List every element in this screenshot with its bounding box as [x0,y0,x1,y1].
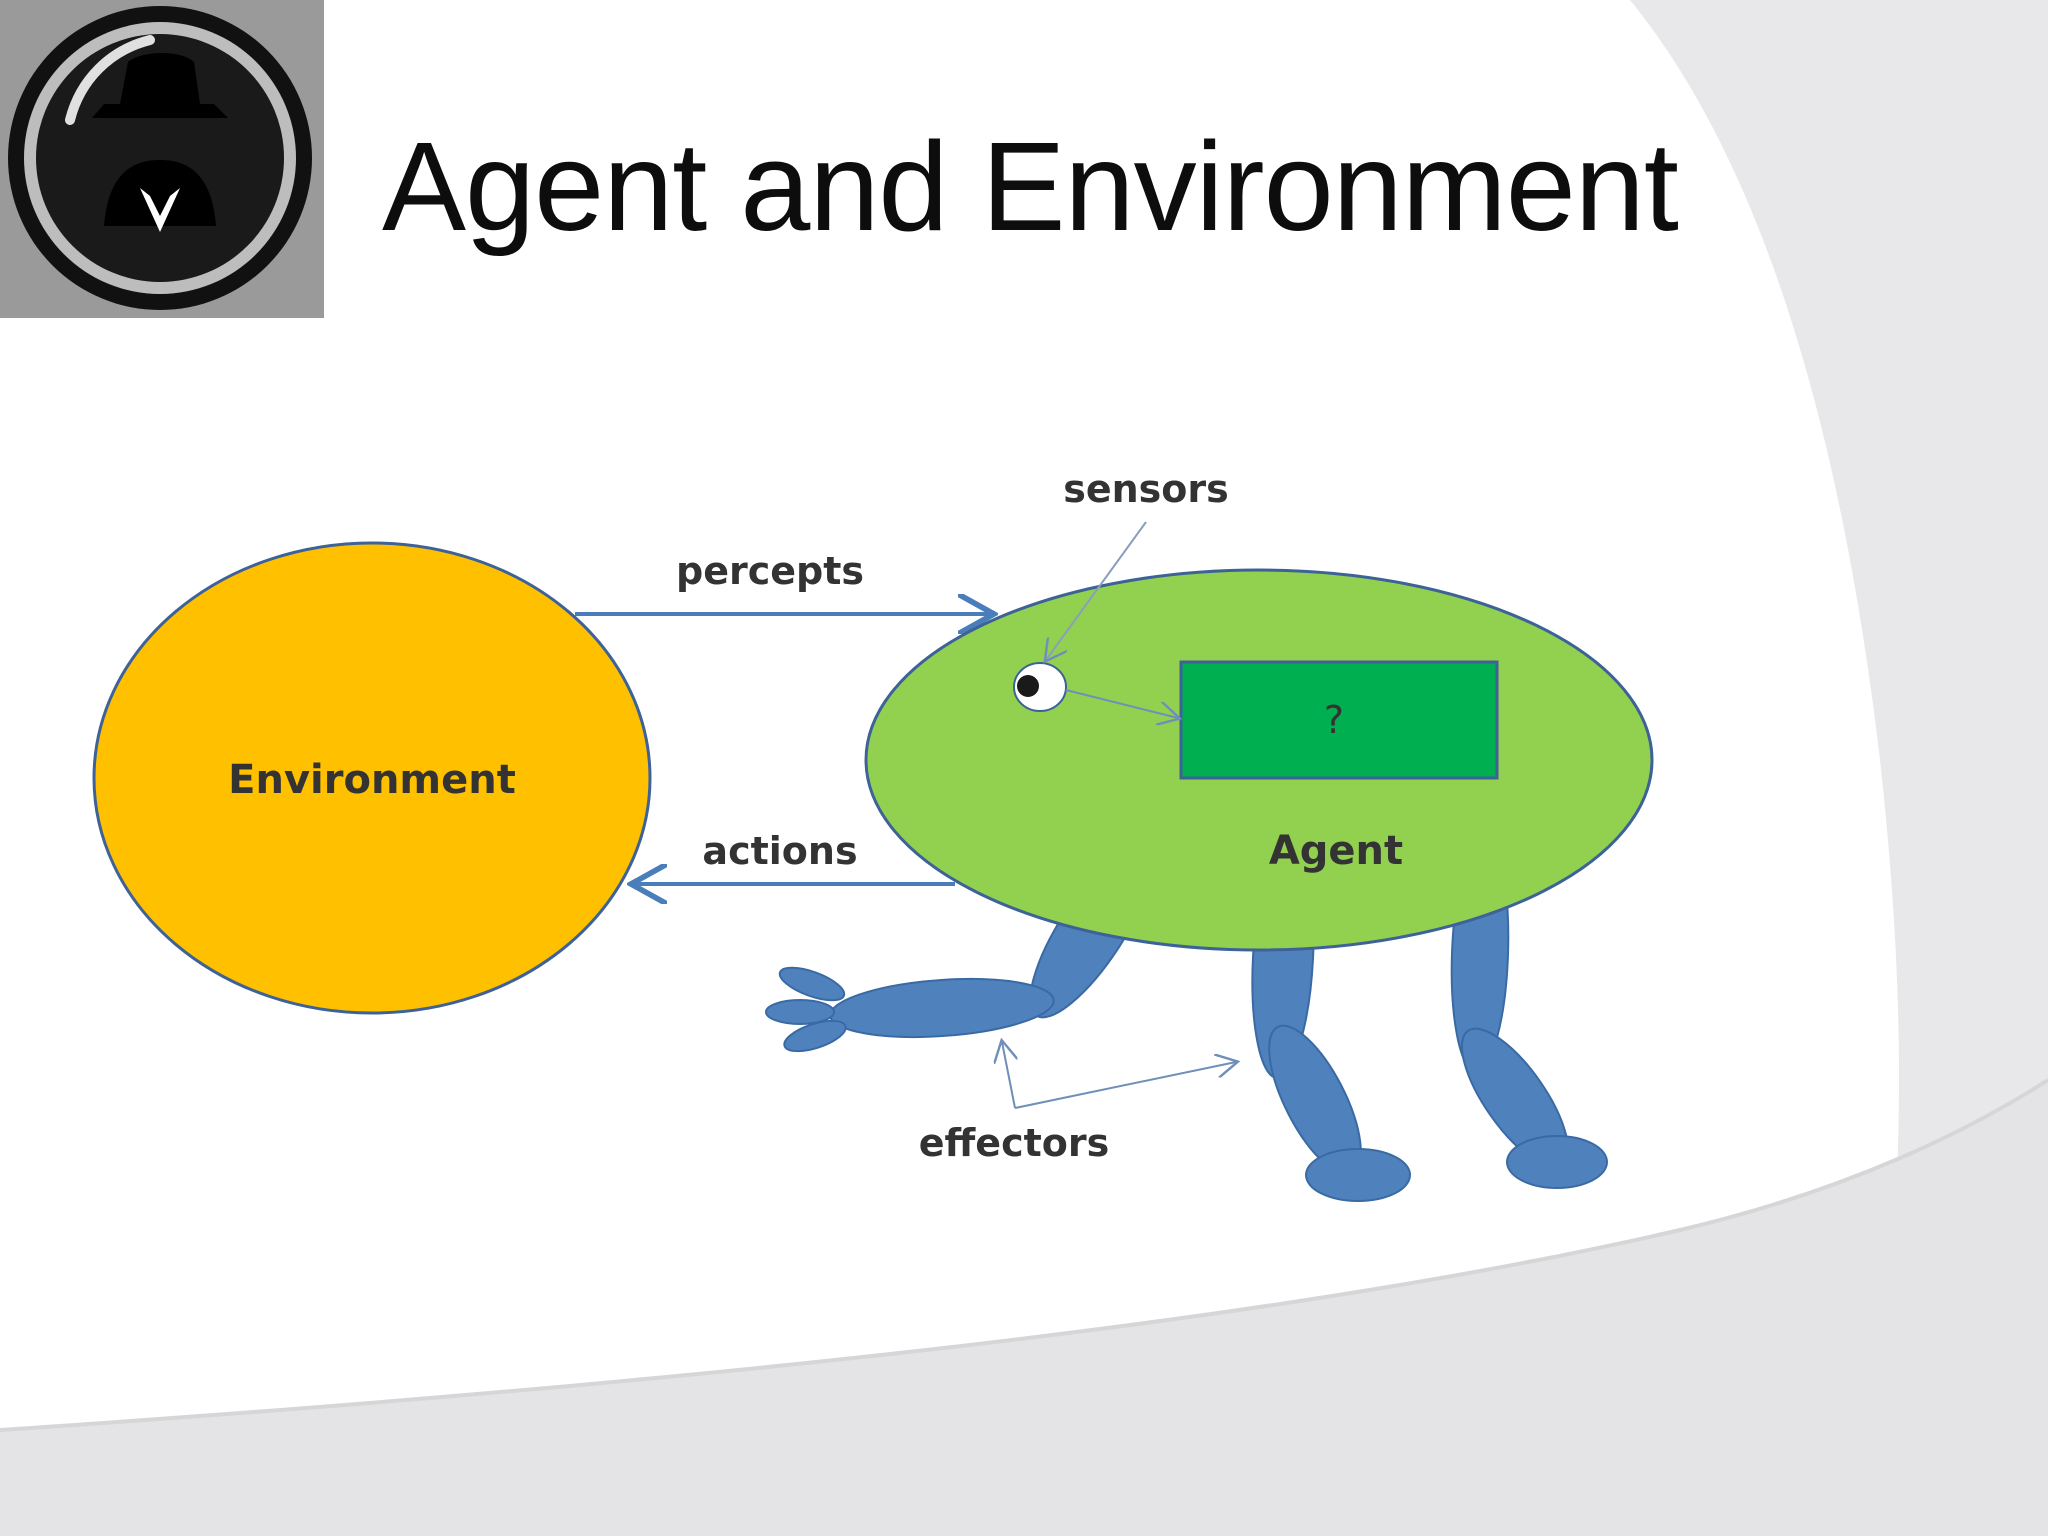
left-foot [1305,1148,1411,1202]
logo-dark-disc [36,34,284,282]
eye-icon [1013,662,1067,712]
effectors-pointer-arm [1002,1042,1015,1109]
logo-hat-icon [92,53,228,118]
percepts-label: percepts [676,549,864,593]
hand-finger-bottom [783,1019,847,1053]
agent-label: Agent [1269,828,1403,874]
effectors-label: effectors [919,1121,1109,1165]
background-band-edge [0,1078,2048,1432]
actions-label: actions [702,829,857,873]
logo-collar-icon [140,188,180,232]
agent-program-label: ? [1324,698,1344,742]
sensors-pointer [1046,521,1147,660]
effectors-pointer-leg [1014,1062,1236,1109]
logo-body-icon [104,160,216,226]
slide-title: Agent and Environment [382,116,1679,257]
sensors-label: sensors [1063,467,1229,511]
hand-finger-top [778,966,846,1002]
eye-pupil [1017,675,1039,697]
background-band-bottom [0,1080,2048,1536]
agent-program-box [1179,660,1499,780]
right-foot [1506,1135,1608,1189]
spy-logo-icon [0,0,324,318]
arm-lower [829,977,1055,1039]
environment-label: Environment [228,757,516,803]
logo-shine [65,35,155,125]
sensor-to-box-arrow [1065,689,1178,718]
hand-finger-middle [765,999,835,1025]
environment-circle [92,541,652,1015]
